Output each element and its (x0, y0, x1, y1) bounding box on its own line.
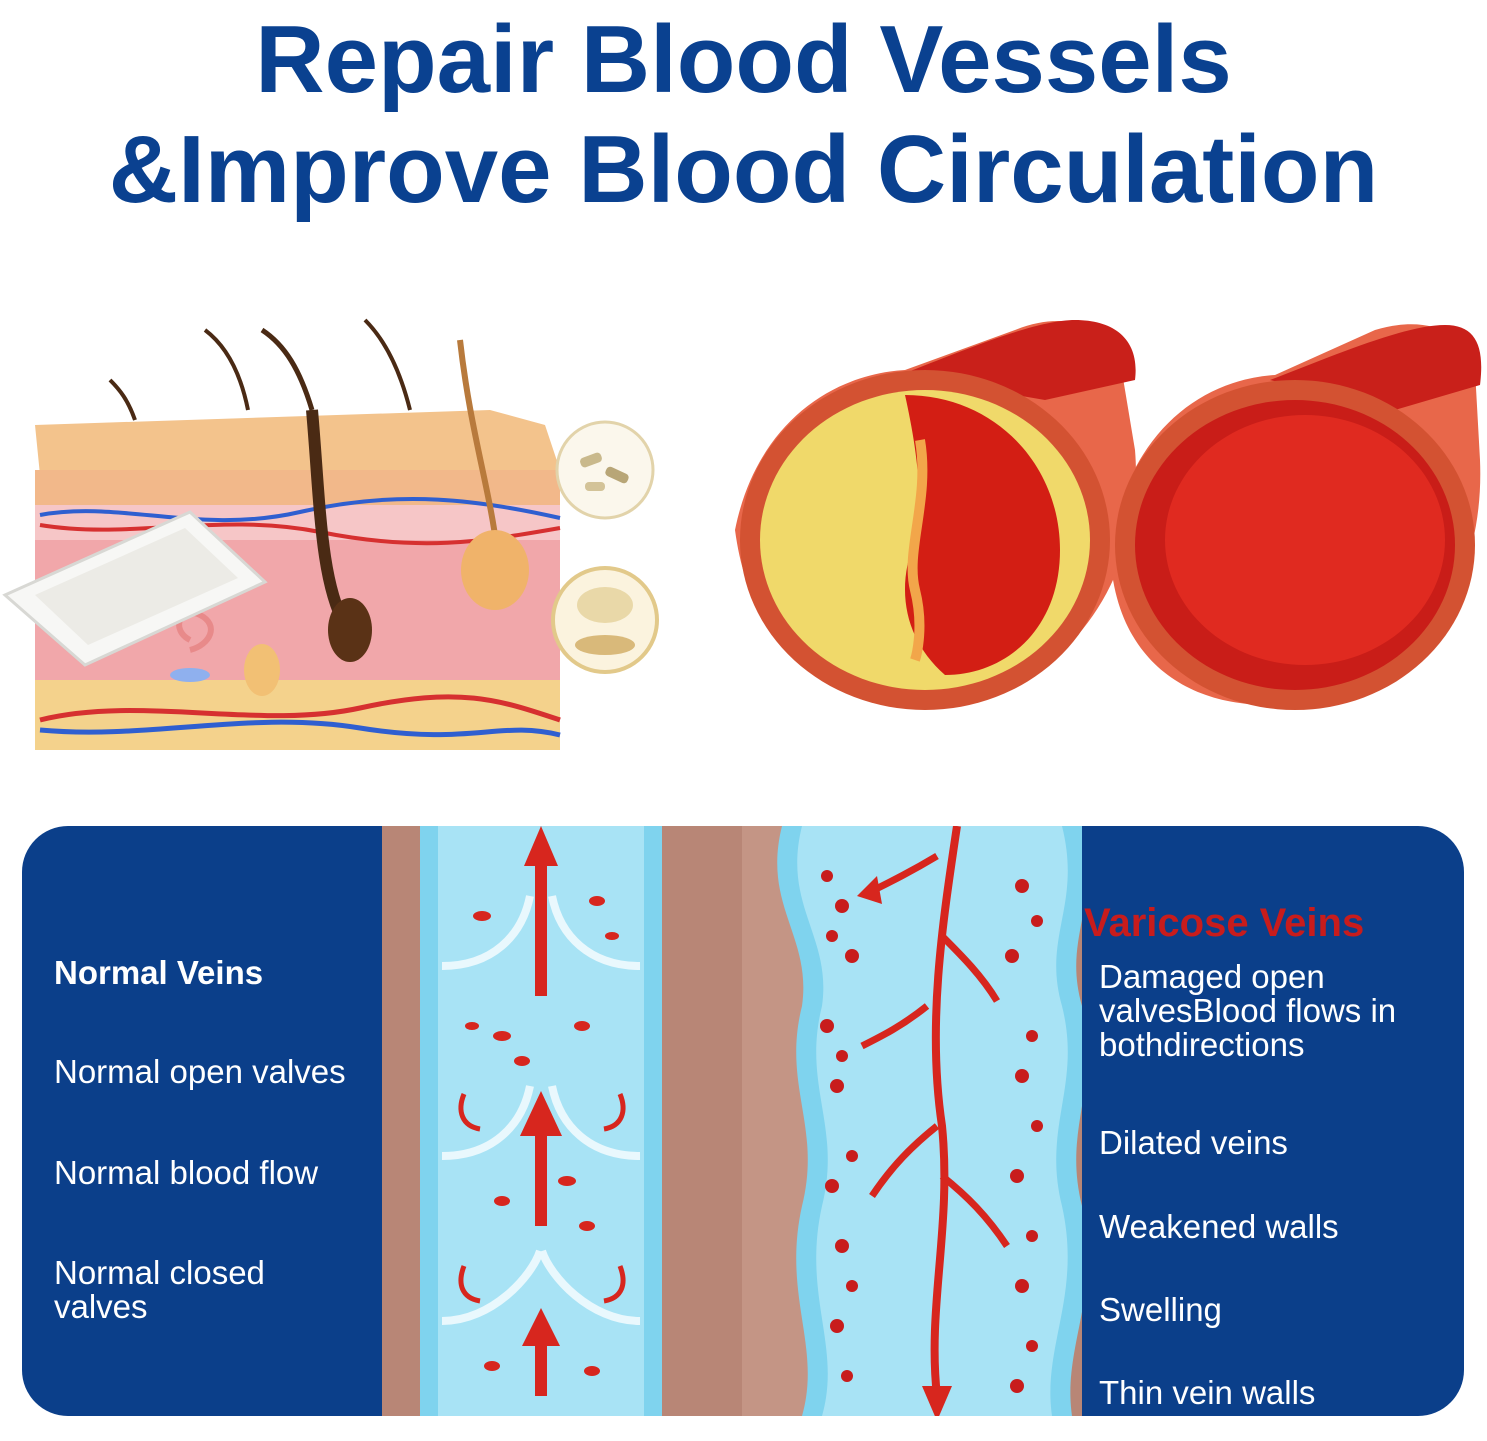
artery-cross-section-illustration (735, 320, 1482, 710)
varicose-veins-title: Varicose Veins (1084, 901, 1365, 945)
normal-veins-item-2: Normal blood flow (54, 1154, 319, 1191)
vein-comparison-illustration (382, 826, 1082, 1416)
varicose-veins-item-2: Dilated veins (1099, 1124, 1288, 1161)
headline-line-2: &Improve Blood Circulation (108, 116, 1379, 223)
varicose-veins-item-3: Weakened walls (1099, 1208, 1339, 1245)
varicose-veins-item-5: Thin vein walls (1099, 1374, 1316, 1411)
varicose-veins-item-4: Swelling (1099, 1291, 1222, 1328)
vein-comparison-panel: Normal Veins Normal open valves Normal b… (22, 826, 1464, 1416)
headline-line-1: Repair Blood Vessels (255, 6, 1232, 113)
varicose-veins-item-1: Damaged open valvesBlood flows in bothdi… (1099, 958, 1397, 1063)
normal-veins-item-1: Normal open valves (54, 1053, 346, 1090)
normal-veins-title: Normal Veins (54, 954, 264, 991)
herbal-ingredient-bubbles (551, 420, 659, 674)
normal-veins-item-3: Normal closed valves (54, 1254, 265, 1325)
skin-cross-section-illustration (2, 318, 561, 750)
